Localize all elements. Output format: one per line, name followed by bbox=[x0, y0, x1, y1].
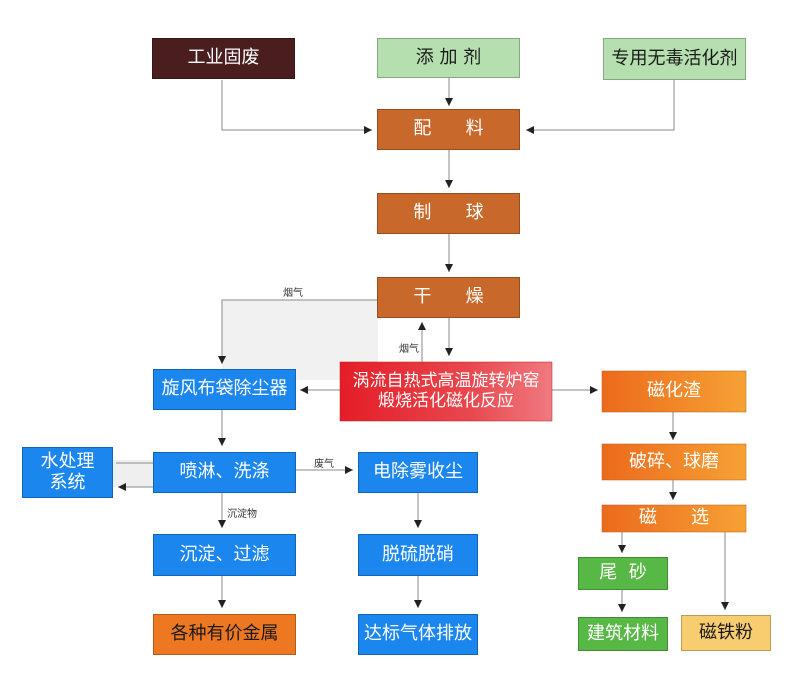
node-sediment: 沉淀、过滤 bbox=[153, 534, 296, 576]
node-batching: 配 料 bbox=[377, 109, 520, 150]
label-flue-gas-top: 烟气 bbox=[283, 288, 303, 299]
node-kiln-line2: 煅烧活化磁化反应 bbox=[378, 390, 514, 411]
node-cyclone: 旋风布袋除尘器 bbox=[153, 369, 296, 410]
node-pelletizing: 制 球 bbox=[377, 193, 520, 234]
flue-gas-loop-region bbox=[222, 300, 378, 380]
node-water-line2: 系统 bbox=[49, 471, 86, 493]
node-tailings: 尾 砂 bbox=[578, 557, 668, 590]
node-esp: 电除雾收尘 bbox=[358, 452, 478, 493]
node-building: 建筑材料 bbox=[578, 617, 668, 651]
node-mag-slag: 磁化渣 bbox=[647, 380, 701, 402]
node-drying: 干 燥 bbox=[377, 277, 520, 318]
node-kiln: 涡流自热式高温旋转炉窑 煅烧活化磁化反应 bbox=[340, 362, 552, 421]
node-iron-powder: 磁铁粉 bbox=[681, 615, 771, 651]
node-emission: 达标气体排放 bbox=[358, 614, 478, 655]
node-water-line1: 水处理 bbox=[40, 450, 95, 472]
node-desulf: 脱硫脱硝 bbox=[358, 534, 478, 576]
water-loop-region bbox=[113, 460, 153, 487]
node-mag-sep: 磁 选 bbox=[638, 507, 710, 529]
arrow-drying-flue-to-cyclone bbox=[218, 299, 378, 364]
crush-box-fill bbox=[601, 443, 747, 481]
node-kiln-line1: 涡流自热式高温旋转炉窑 bbox=[352, 370, 540, 391]
kiln-box-fill bbox=[339, 361, 553, 422]
arrow-activator-to-batching bbox=[526, 80, 675, 134]
slag-box-fill bbox=[601, 370, 747, 413]
node-crush: 破碎、球磨 bbox=[629, 450, 719, 472]
node-water-treatment: 水处理 系统 bbox=[22, 447, 113, 498]
node-additive: 添 加 剂 bbox=[377, 38, 520, 78]
node-activator: 专用无毒活化剂 bbox=[603, 38, 746, 80]
arrow-waste-to-batching bbox=[221, 80, 372, 134]
node-spray: 喷淋、洗涤 bbox=[153, 452, 296, 493]
label-flue-gas-mid: 烟气 bbox=[399, 344, 419, 355]
node-metals: 各种有价金属 bbox=[153, 614, 296, 655]
label-waste-gas: 废气 bbox=[314, 459, 334, 470]
node-industrial-waste: 工业固废 bbox=[152, 38, 295, 79]
label-precipitate: 沉淀物 bbox=[227, 509, 257, 520]
magsep-box-fill bbox=[601, 504, 747, 533]
